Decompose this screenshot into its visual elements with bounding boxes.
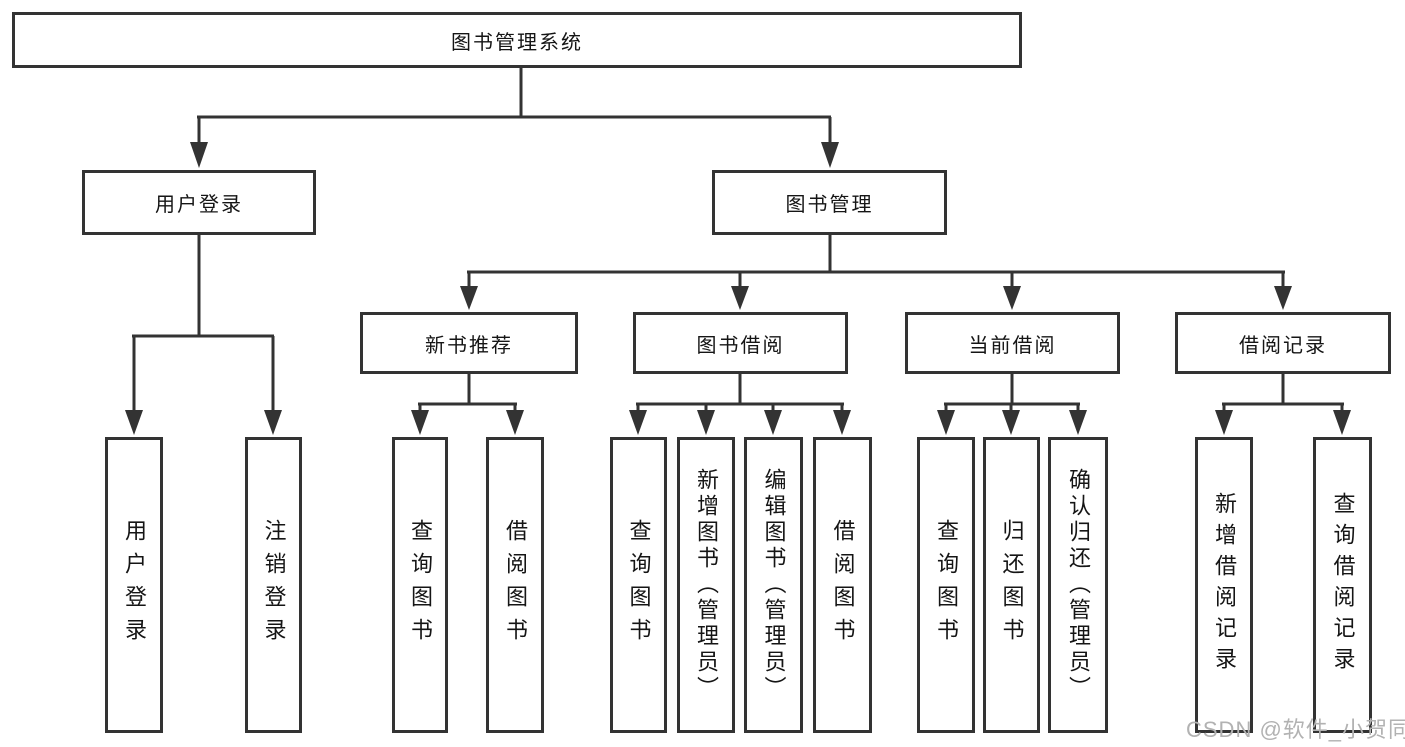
node-label: 归还图书 (999, 519, 1025, 651)
leaf-confirm-return-admin: 确认归还（管理员） (1048, 437, 1108, 733)
leaf-add-books-admin: 新增图书（管理员） (677, 437, 735, 733)
node-book-borrowing: 图书借阅 (633, 312, 848, 374)
node-borrowing-records: 借阅记录 (1175, 312, 1391, 374)
node-label: 当前借阅 (968, 334, 1057, 357)
node-label: 编辑图书（管理员） (761, 468, 787, 702)
node-label: 借阅记录 (1239, 334, 1327, 357)
node-label: 查询图书 (408, 519, 433, 651)
node-label: 图书管理 (785, 194, 874, 216)
leaf-user-login: 用户登录 (105, 437, 163, 733)
leaf-return-books: 归还图书 (983, 437, 1040, 733)
leaf-borrow-books: 借阅图书 (813, 437, 872, 733)
node-label: 新增图书（管理员） (694, 468, 719, 702)
node-label: 查询借阅记录 (1330, 492, 1356, 678)
node-label: 查询图书 (626, 519, 652, 651)
node-label: 注销登录 (261, 519, 287, 651)
node-label: 用户登录 (155, 194, 243, 216)
node-label: 新增借阅记录 (1212, 492, 1237, 678)
leaf-add-borrow-record: 新增借阅记录 (1195, 437, 1253, 733)
leaf-query-books-borrow: 查询图书 (610, 437, 667, 733)
node-label: 借阅图书 (503, 519, 528, 651)
leaf-query-borrow-record: 查询借阅记录 (1313, 437, 1372, 733)
leaf-logout-login: 注销登录 (245, 437, 302, 733)
node-label: 查询图书 (934, 519, 959, 651)
node-current-borrowing: 当前借阅 (905, 312, 1120, 374)
node-label: 图书管理系统 (451, 31, 583, 54)
node-label: 新书推荐 (425, 334, 513, 357)
node-label: 用户登录 (122, 519, 147, 651)
node-label: 借阅图书 (830, 519, 856, 651)
node-library-management-system: 图书管理系统 (12, 12, 1022, 68)
node-new-book-recommendation: 新书推荐 (360, 312, 578, 374)
node-user-login: 用户登录 (82, 170, 316, 235)
leaf-query-books-recommend: 查询图书 (392, 437, 448, 733)
leaf-borrow-books-recommend: 借阅图书 (486, 437, 544, 733)
node-label: 确认归还（管理员） (1066, 468, 1091, 702)
node-book-management: 图书管理 (712, 170, 947, 235)
node-label: 图书借阅 (696, 334, 785, 357)
leaf-edit-books-admin: 编辑图书（管理员） (744, 437, 803, 733)
csdn-watermark: CSDN @软件_小贺同学 (1186, 717, 1405, 742)
leaf-query-books-current: 查询图书 (917, 437, 975, 733)
